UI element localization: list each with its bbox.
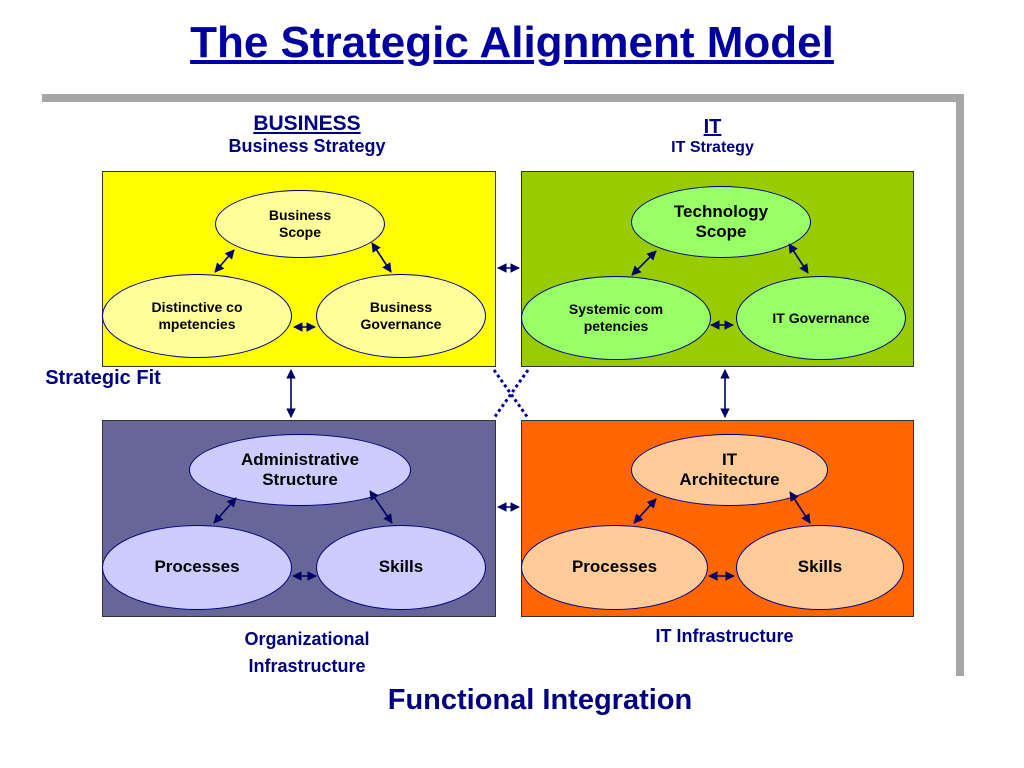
business-governance-label: Business Governance bbox=[360, 299, 442, 332]
org-skills-label: Skills bbox=[378, 557, 424, 577]
business-scope-ellipse: Business Scope bbox=[215, 190, 385, 258]
technology-scope-label: Technology Scope bbox=[673, 201, 769, 241]
business-header: BUSINESS Business Strategy bbox=[182, 112, 432, 157]
distinctive-competencies-ellipse: Distinctive competencies bbox=[102, 274, 292, 358]
business-header-top: BUSINESS bbox=[253, 112, 361, 135]
technology-scope-ellipse: Technology Scope bbox=[631, 186, 811, 258]
org-processes-label: Processes bbox=[154, 557, 240, 577]
business-governance-ellipse: Business Governance bbox=[316, 274, 486, 358]
administrative-structure-label: Administrative Structure bbox=[240, 449, 360, 489]
functional-integration-label: Functional Integration bbox=[387, 684, 693, 716]
frame-right-bar bbox=[956, 94, 964, 676]
it-header: IT IT Strategy bbox=[600, 116, 825, 157]
it-governance-ellipse: IT Governance bbox=[736, 276, 906, 360]
it-skills-label: Skills bbox=[797, 557, 843, 577]
organizational-infrastructure-label: Organizational Infrastructure bbox=[244, 629, 370, 676]
distinctive-competencies-label: Distinctive competencies bbox=[151, 299, 243, 332]
org-skills-ellipse: Skills bbox=[316, 525, 486, 610]
arrow-scope-governance bbox=[371, 242, 392, 273]
it-architecture-label: IT Architecture bbox=[679, 449, 780, 489]
org-processes-ellipse: Processes bbox=[102, 525, 292, 610]
it-skills-ellipse: Skills bbox=[736, 525, 904, 610]
it-governance-label: IT Governance bbox=[772, 309, 870, 326]
it-processes-ellipse: Processes bbox=[521, 525, 708, 610]
business-header-bottom: Business Strategy bbox=[228, 136, 386, 156]
systemic-competencies-label: Systemic competencies bbox=[568, 301, 664, 334]
arrow-techscope-itgov bbox=[788, 243, 809, 274]
systemic-competencies-ellipse: Systemic competencies bbox=[521, 276, 711, 360]
it-header-top: IT bbox=[703, 116, 722, 138]
arrow-admin-processes bbox=[213, 497, 237, 524]
arrow-admin-skills bbox=[369, 490, 393, 524]
arrow-arch-processes bbox=[633, 498, 657, 524]
business-scope-label: Business Scope bbox=[268, 207, 332, 240]
arrow-scope-competencies bbox=[214, 249, 235, 273]
arrow-arch-skills bbox=[789, 491, 811, 524]
cross-link-1 bbox=[492, 369, 530, 419]
strategic-fit-label: Strategic Fit bbox=[45, 367, 161, 389]
page-title: The Strategic Alignment Model bbox=[190, 18, 834, 67]
it-header-bottom: IT Strategy bbox=[671, 139, 754, 156]
it-infrastructure-label: IT Infrastructure bbox=[655, 626, 794, 646]
it-processes-label: Processes bbox=[571, 557, 658, 577]
cross-link-2 bbox=[492, 369, 530, 419]
frame-top-bar bbox=[42, 94, 964, 102]
arrow-techscope-systemic bbox=[631, 250, 657, 276]
